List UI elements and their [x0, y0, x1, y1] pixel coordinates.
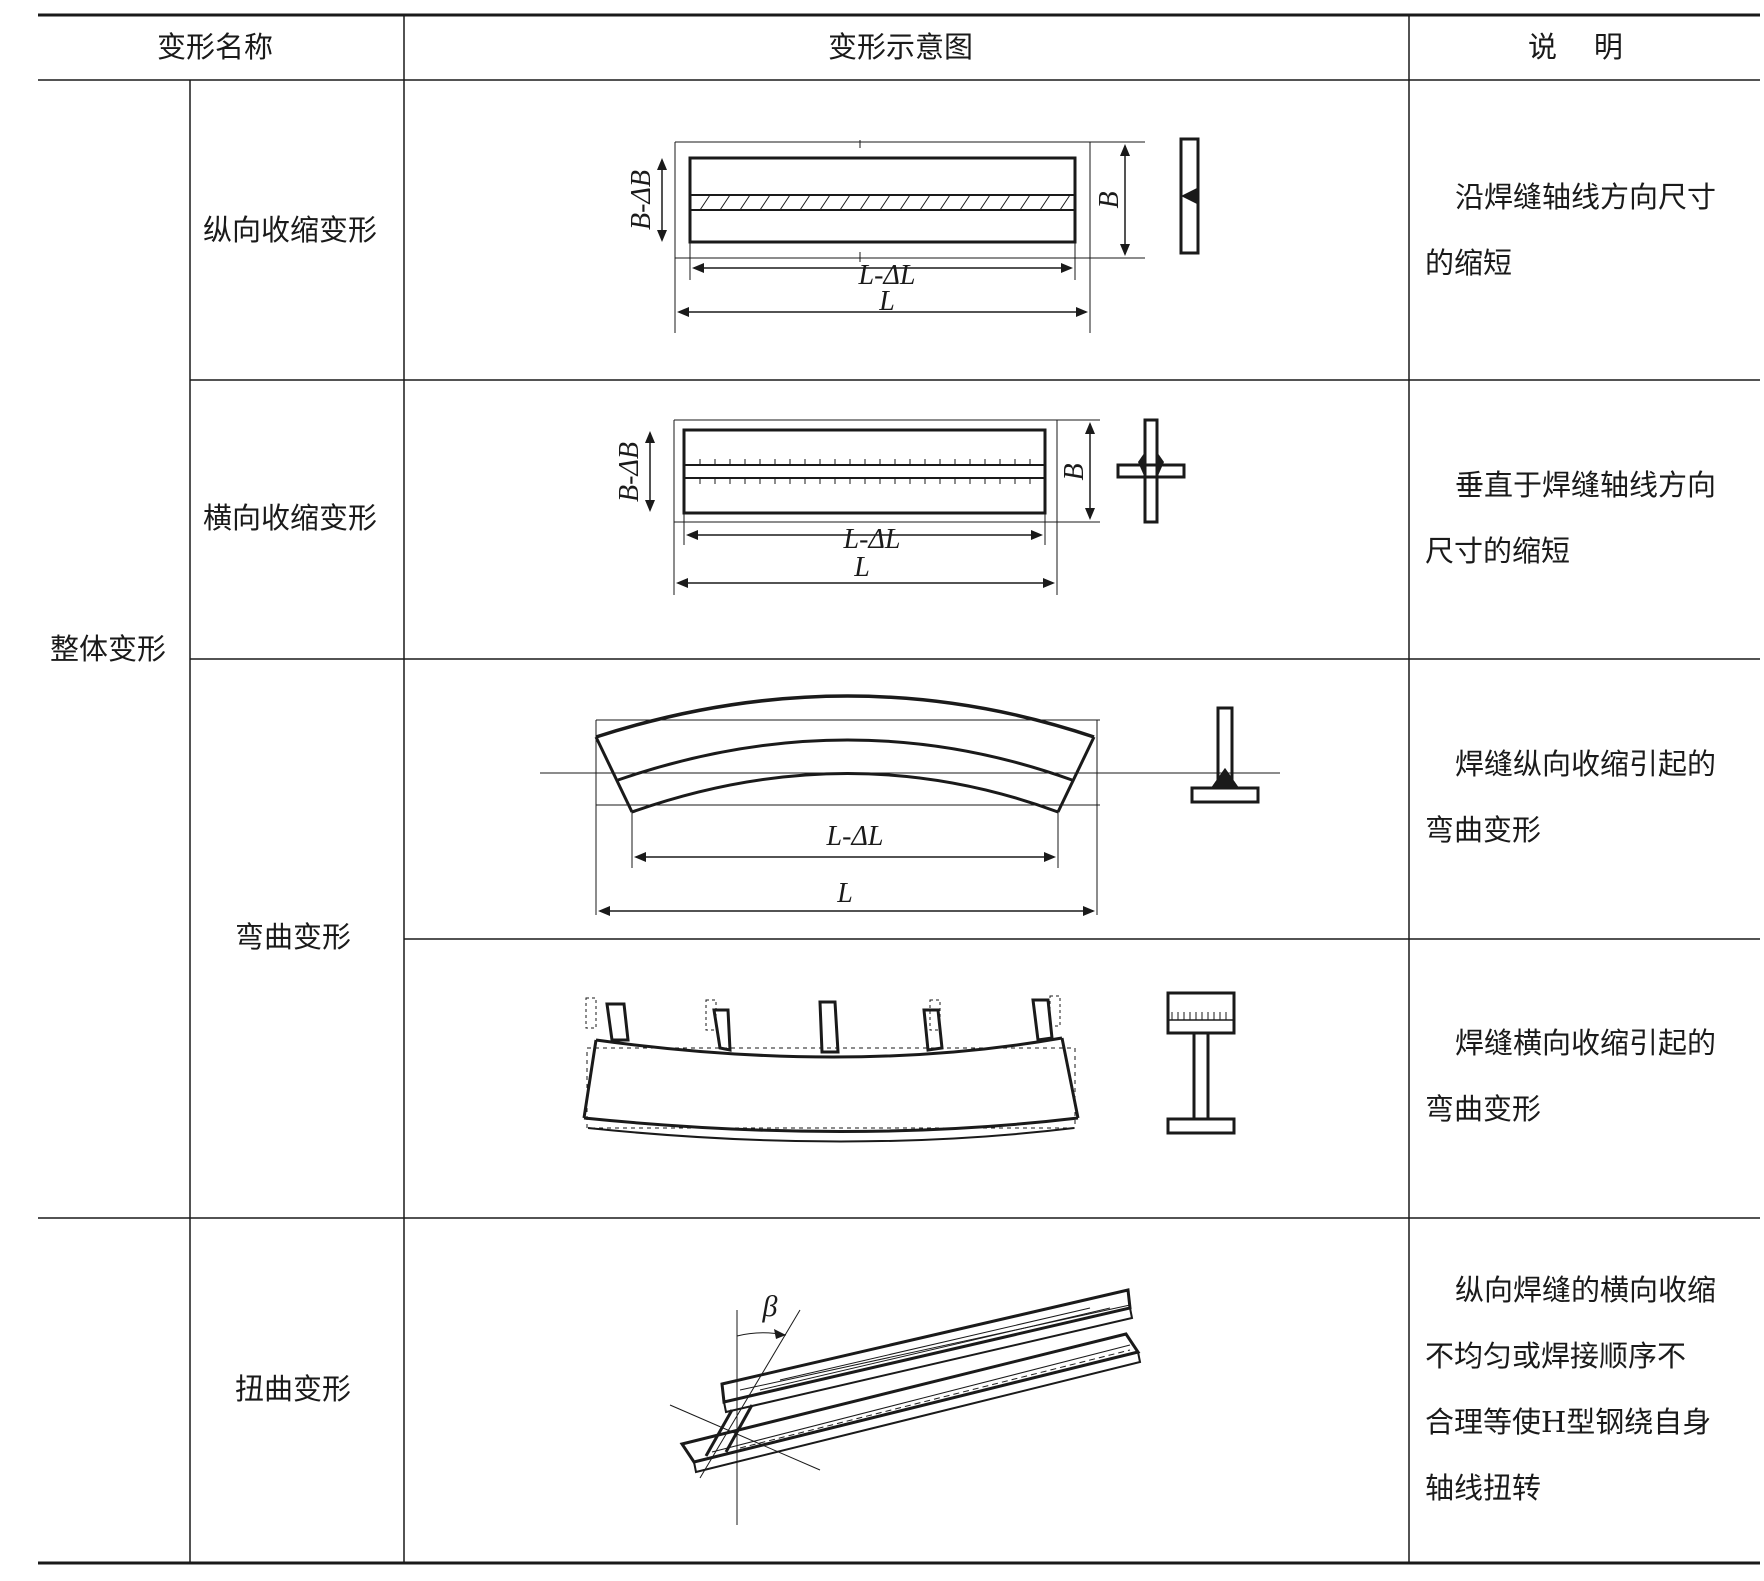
desc-twisting-line-3: 合理等使H型钢绕自身 — [1425, 1405, 1712, 1439]
label-beta: β — [762, 1290, 778, 1323]
label-l-minus-dl-1: L-ΔL — [858, 260, 916, 291]
label-b-2: B — [1059, 463, 1090, 480]
desc-twisting-line-4: 轴线扭转 — [1425, 1471, 1542, 1505]
header-description: 说 明 — [1528, 30, 1623, 64]
label-b-minus-db-2: B-ΔB — [614, 442, 645, 502]
header-deformation-diagram: 变形示意图 — [828, 30, 974, 64]
label-b-minus-db-1: B-ΔB — [626, 170, 657, 230]
row-name-longitudinal: 纵向收缩变形 — [203, 213, 378, 247]
desc-longitudinal-line-1: 沿焊缝轴线方向尺寸 — [1455, 180, 1717, 214]
label-l-1: L — [878, 286, 895, 317]
desc-transverse-line-1: 垂直于焊缝轴线方向 — [1455, 468, 1717, 502]
row-name-bending: 弯曲变形 — [235, 920, 352, 954]
desc-transverse: 垂直于焊缝轴线方向 尺寸的缩短 — [1425, 452, 1755, 584]
desc-twisting-line-2: 不均匀或焊接顺序不 — [1425, 1339, 1687, 1373]
label-l-2: L — [853, 552, 870, 583]
label-l-3: L — [836, 878, 853, 909]
header-deformation-name: 变形名称 — [157, 30, 274, 64]
desc-bending-b-line-1: 焊缝横向收缩引起的 — [1455, 1026, 1717, 1060]
desc-twisting-line-1: 纵向焊缝的横向收缩 — [1455, 1273, 1717, 1307]
label-b-1: B — [1094, 191, 1125, 208]
desc-bending-a-line-1: 焊缝纵向收缩引起的 — [1455, 747, 1717, 781]
desc-bending-a-line-2: 弯曲变形 — [1425, 813, 1542, 847]
desc-bending-b-line-2: 弯曲变形 — [1425, 1092, 1542, 1126]
desc-longitudinal: 沿焊缝轴线方向尺寸 的缩短 — [1425, 164, 1755, 296]
row-name-twisting: 扭曲变形 — [235, 1372, 352, 1406]
label-l-minus-dl-2: L-ΔL — [843, 524, 901, 555]
desc-bending-longitudinal: 焊缝纵向收缩引起的 弯曲变形 — [1425, 731, 1755, 863]
group-label-overall-deformation: 整体变形 — [50, 632, 167, 666]
desc-twisting: 纵向焊缝的横向收缩 不均匀或焊接顺序不 合理等使H型钢绕自身 轴线扭转 — [1425, 1257, 1755, 1521]
desc-transverse-line-2: 尺寸的缩短 — [1425, 534, 1571, 568]
label-l-minus-dl-3: L-ΔL — [826, 821, 884, 852]
row-name-transverse: 横向收缩变形 — [203, 501, 378, 535]
desc-bending-transverse: 焊缝横向收缩引起的 弯曲变形 — [1425, 1010, 1755, 1142]
desc-longitudinal-line-2: 的缩短 — [1425, 246, 1513, 280]
